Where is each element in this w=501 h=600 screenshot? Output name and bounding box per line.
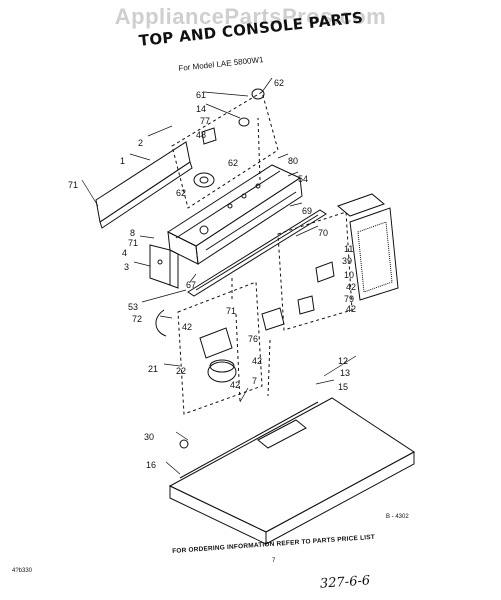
part-label-67: 67 [186,280,197,290]
switch-parts [261,261,335,331]
part-label-48: 48 [196,130,207,140]
part-label-62b: 62 [228,158,239,168]
part-label-42c: 42 [182,322,193,332]
cabinet-top [168,397,415,545]
part-label-42b: 42 [346,304,357,314]
part-label-13: 13 [340,368,351,378]
part-label-3: 3 [124,262,130,272]
part-label-71b: 71 [128,238,139,248]
part-label-8: 8 [130,228,136,238]
part-label-2: 2 [138,138,144,148]
part-label-1: 1 [120,156,126,166]
part-label-62a: 62 [274,78,285,88]
part-label-79: 79 [344,294,355,304]
part-label-22: 22 [176,366,187,376]
part-label-80: 80 [288,156,299,166]
part-label-71a: 71 [68,180,79,190]
part-label-62c: 62 [176,188,187,198]
part-label-12: 12 [338,356,349,366]
part-label-72: 72 [132,314,143,324]
part-label-53: 53 [128,302,139,312]
part-label-10: 10 [344,270,355,280]
lower-trim-strip [187,209,327,297]
part-label-69: 69 [302,206,313,216]
connector-lines [231,117,271,403]
part-label-39: 39 [342,256,353,266]
part-label-7: 7 [252,376,258,386]
watermark: AppliancePartsPros.com [114,4,387,29]
leader-lines [81,77,357,475]
drawing-code-right: B - 4302 [386,514,409,520]
knob-assembly [193,88,265,188]
part-label-15: 15 [338,382,349,392]
part-label-54: 54 [298,174,309,184]
drawing-code-left: 4?b330 [12,568,33,574]
part-label-4: 4 [122,248,128,258]
part-label-70: 70 [318,228,329,238]
timer-motor [155,309,237,383]
part-label-42d: 42 [252,356,263,366]
part-label-21: 21 [148,364,159,374]
console-end-cap [149,244,179,289]
part-label-77: 77 [200,116,211,126]
part-label-30: 30 [144,432,155,442]
part-label-14: 14 [196,104,207,114]
part-label-61: 61 [196,90,207,100]
part-label-42a: 42 [346,282,357,292]
timer-group-box [177,281,263,415]
part-label-76: 76 [248,334,259,344]
part-label-16: 16 [146,460,157,470]
part-label-71c: 71 [226,306,237,316]
switch-group-box [277,211,353,331]
page-number: 7 [272,558,276,564]
console-panel [95,141,193,229]
console-housing [166,164,303,265]
part-label-11: 11 [344,244,354,254]
part-label-42e: 42 [230,380,241,390]
